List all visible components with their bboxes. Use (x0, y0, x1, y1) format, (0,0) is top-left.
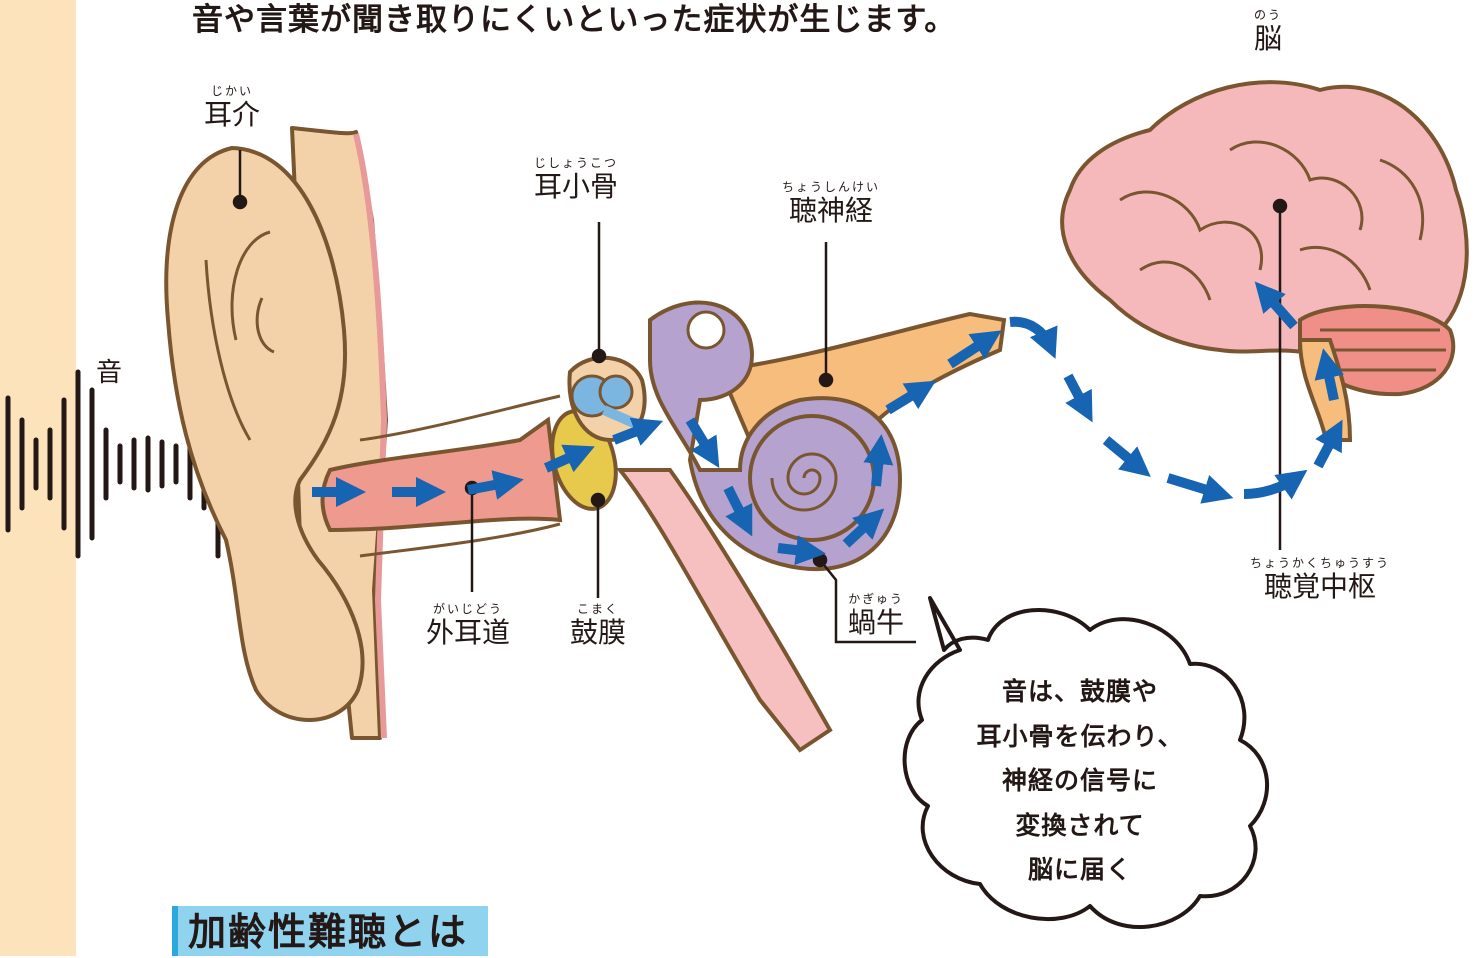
ruby: ちょうしんけい (782, 180, 880, 194)
outer-ear (166, 128, 386, 738)
ruby: ちょうかくちゅうすう (1250, 556, 1390, 570)
arrow (1068, 376, 1086, 410)
label-auditory-center: ちょうかくちゅうすう 聴覚中枢 (1250, 556, 1390, 604)
brain-shape (1062, 82, 1467, 440)
ruby: かぎゅう (848, 592, 904, 606)
term: 聴神経 (782, 194, 880, 228)
arrow (1106, 440, 1140, 468)
term: 聴覚中枢 (1250, 570, 1390, 604)
arrow (876, 448, 880, 486)
arrow (1168, 478, 1220, 494)
term: 鼓膜 (570, 616, 626, 650)
ruby: がいじどう (426, 602, 510, 616)
label-pinna: じかい 耳介 (204, 84, 260, 132)
term: 耳小骨 (534, 170, 618, 204)
label-brain: のう 脳 (1254, 8, 1282, 56)
arrow (778, 548, 812, 552)
term: 脳 (1254, 22, 1282, 56)
term: 耳介 (204, 98, 260, 132)
term: 蝸牛 (848, 606, 904, 640)
bubble-text: 音は、鼓膜や 耳小骨を伝わり、 神経の信号に 変換されて 脳に届く (956, 670, 1204, 893)
ruby: じしょうこつ (534, 156, 618, 170)
label-ossicles: じしょうこつ 耳小骨 (534, 156, 618, 204)
label-eardrum: こまく 鼓膜 (570, 602, 626, 650)
label-cochlea: かぎゅう 蝸牛 (848, 592, 904, 640)
ruby: のう (1254, 8, 1282, 22)
label-auditory-nerve: ちょうしんけい 聴神経 (782, 180, 880, 228)
arrow (1244, 478, 1296, 494)
arrow (1010, 322, 1050, 346)
term: 外耳道 (426, 616, 510, 650)
label-ear-canal: がいじどう 外耳道 (426, 602, 510, 650)
ruby: じかい (204, 84, 260, 98)
ruby: こまく (570, 602, 626, 616)
sound-label: 音 (96, 352, 122, 389)
section-heading: 加齢性難聴とは (172, 906, 488, 956)
